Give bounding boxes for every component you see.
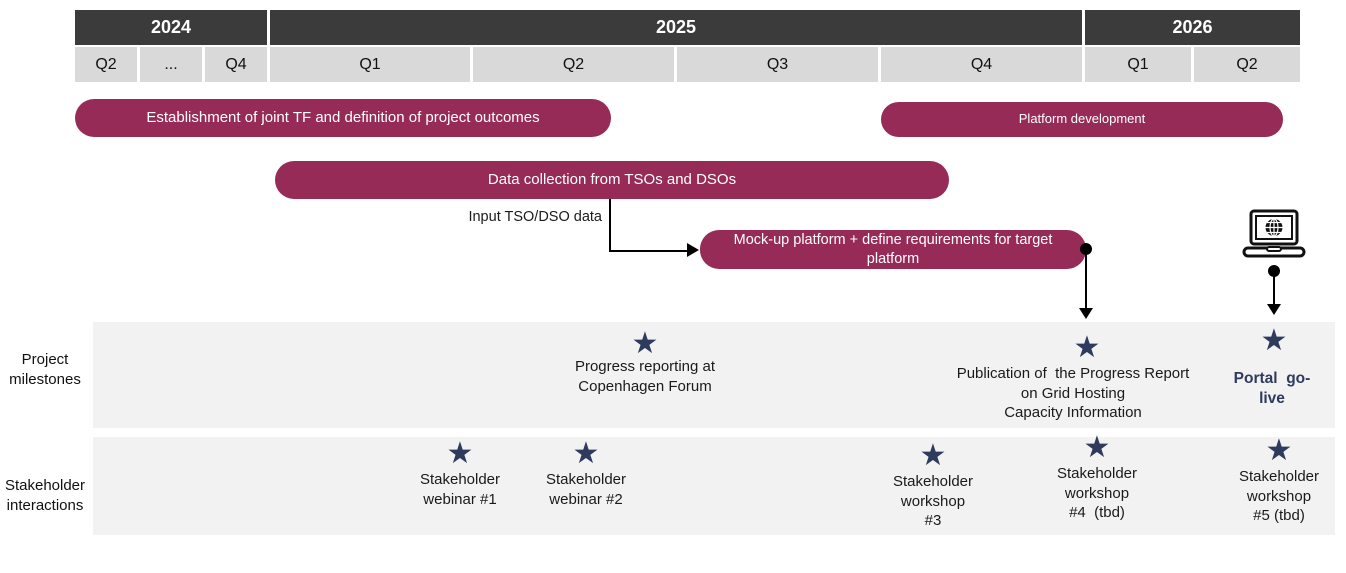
quarter-cell-2024-q2: Q2: [75, 47, 137, 82]
milestone-portal-go-live: Portal go- live: [1233, 370, 1311, 408]
elbow-connector-vertical: [609, 199, 611, 252]
connector-dot: [1080, 243, 1092, 255]
globe-icon: [1265, 218, 1283, 237]
interactions-row-label: Stakeholder interactions: [4, 477, 86, 515]
laptop-globe-icon: [1242, 209, 1306, 258]
arrow-right-icon: [687, 243, 699, 257]
year-header-2024: 2024: [75, 10, 267, 45]
input-tso-dso-label: Input TSO/DSO data: [468, 209, 602, 225]
bar-data-collection: Data collection from TSOs and DSOs: [275, 161, 949, 199]
interaction-workshop-3: Stakeholder workshop #3: [892, 473, 974, 529]
quarter-cell-2025-q1: Q1: [270, 47, 470, 82]
quarter-cell-2025-q4: Q4: [881, 47, 1082, 82]
quarter-cell-2024-dots: ...: [140, 47, 202, 82]
milestone-star-icon: ★: [1260, 324, 1288, 357]
elbow-connector-horizontal: [609, 250, 689, 252]
bar-platform-development: Platform development: [881, 102, 1283, 137]
quarter-cell-2025-q2: Q2: [473, 47, 674, 82]
interaction-star-icon: ★: [919, 439, 947, 472]
interactions-row: [93, 437, 1335, 535]
milestones-row-label: Project milestones: [9, 351, 81, 389]
interaction-workshop-4: Stakeholder workshop #4 (tbd): [1056, 465, 1138, 521]
connector-dot: [1268, 265, 1280, 277]
quarter-cell-2024-q4: Q4: [205, 47, 267, 82]
bar-establishment-joint-tf: Establishment of joint TF and definition…: [75, 99, 611, 137]
year-header-2026: 2026: [1085, 10, 1300, 45]
connector-line-publication: [1085, 252, 1087, 310]
milestone-progress-report: Publication of the Progress Report on Gr…: [956, 365, 1190, 421]
milestone-star-icon: ★: [1073, 331, 1101, 364]
interaction-star-icon: ★: [1265, 434, 1293, 467]
bar-mockup-platform: Mock-up platform + define requirements f…: [700, 230, 1086, 269]
connector-line-portal: [1273, 274, 1275, 306]
arrow-down-icon: [1079, 308, 1093, 319]
quarter-cell-2026-q1: Q1: [1085, 47, 1191, 82]
quarter-cell-2025-q3: Q3: [677, 47, 878, 82]
interaction-star-icon: ★: [446, 437, 474, 470]
arrow-down-icon: [1267, 304, 1281, 315]
interaction-star-icon: ★: [1083, 431, 1111, 464]
interaction-star-icon: ★: [572, 437, 600, 470]
interaction-webinar-2: Stakeholder webinar #2: [545, 471, 627, 508]
milestone-star-icon: ★: [631, 327, 659, 360]
quarter-cell-2026-q2: Q2: [1194, 47, 1300, 82]
milestones-row: [93, 322, 1335, 428]
interaction-webinar-1: Stakeholder webinar #1: [419, 471, 501, 508]
year-header-2025: 2025: [270, 10, 1082, 45]
interaction-workshop-5: Stakeholder workshop #5 (tbd): [1238, 468, 1320, 524]
milestone-copenhagen-forum: Progress reporting at Copenhagen Forum: [574, 358, 716, 395]
